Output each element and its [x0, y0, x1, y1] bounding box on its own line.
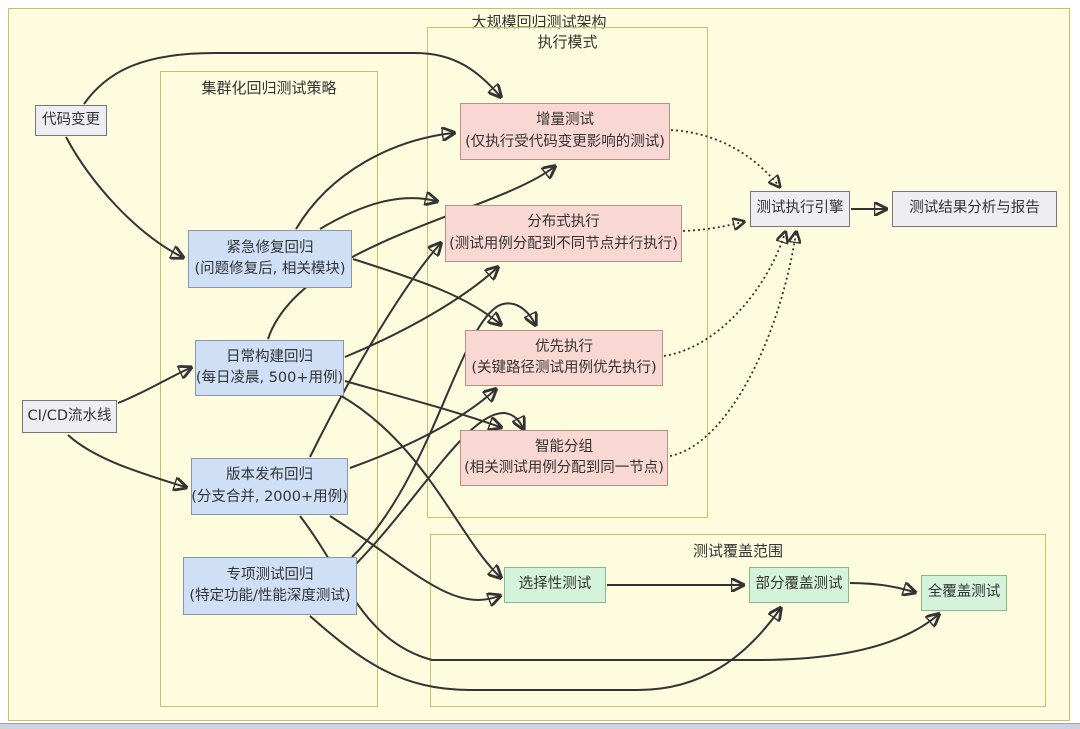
node-special-test-regression-sublabel: (特定功能/性能深度测试) — [189, 588, 351, 604]
node-prioritized-execution-label: 优先执行 — [535, 338, 593, 355]
edge-daily-to-selective — [337, 393, 500, 577]
node-distributed-execution-sublabel: (测试用例分配到不同节点并行执行) — [449, 235, 678, 252]
edge-daily-to-distributed — [344, 268, 497, 358]
edge-special-to-partial-coverage — [309, 609, 780, 691]
node-full-coverage-test: 全覆盖测试 — [921, 575, 1007, 611]
window-bottom-edge — [0, 723, 1080, 729]
node-distributed-execution: 分布式执行 (测试用例分配到不同节点并行执行) — [445, 205, 682, 262]
node-selective-test-label: 选择性测试 — [518, 576, 592, 593]
node-release-regression: 版本发布回归 (分支合并, 2000+用例) — [191, 458, 348, 515]
edge-cicd-to-release — [67, 434, 185, 487]
cluster-test-coverage-label: 测试覆盖范围 — [692, 542, 783, 560]
edge-hotfix-to-prioritized — [352, 258, 500, 324]
node-prioritized-execution: 优先执行 (关键路径测试用例优先执行) — [465, 330, 663, 386]
cluster-regression-strategy-label: 集群化回归测试策略 — [201, 79, 337, 97]
edge-hotfix-to-incremental — [295, 133, 453, 230]
node-distributed-execution-label: 分布式执行 — [527, 214, 600, 231]
node-hotfix-regression: 紧急修复回归 (问题修复后, 相关模块) — [188, 230, 352, 288]
node-daily-build-regression-sublabel: (每日凌晨, 500+用例) — [195, 370, 344, 386]
edge-partial-to-full — [849, 583, 914, 592]
cluster-test-coverage: 测试覆盖范围 — [430, 534, 1046, 707]
node-incremental-test-sublabel: (仅执行受代码变更影响的测试) — [465, 133, 665, 150]
node-incremental-test: 增量测试 (仅执行受代码变更影响的测试) — [460, 103, 670, 160]
node-full-coverage-test-label: 全覆盖测试 — [927, 584, 1001, 601]
node-daily-build-regression: 日常构建回归 (每日凌晨, 500+用例) — [195, 340, 344, 396]
node-smart-grouping-sublabel: (相关测试用例分配到同一节点) — [464, 460, 664, 476]
edge-hotfix-to-distributed — [319, 198, 436, 230]
edge-release-to-prioritized — [349, 390, 495, 469]
node-test-execution-engine-label: 测试执行引擎 — [756, 200, 844, 217]
edge-release-to-selective — [329, 515, 499, 600]
node-selective-test: 选择性测试 — [504, 567, 606, 603]
node-cicd-pipeline: CI/CD流水线 — [22, 400, 117, 433]
edge-code-change-to-hotfix — [65, 136, 182, 257]
node-special-test-regression: 专项测试回归 (特定功能/性能深度测试) — [183, 557, 357, 615]
node-release-regression-label: 版本发布回归 — [226, 467, 313, 484]
node-test-result-report-label: 测试结果分析与报告 — [909, 200, 1040, 217]
node-test-result-report: 测试结果分析与报告 — [892, 191, 1057, 227]
cluster-execution-mode-label: 执行模式 — [537, 33, 598, 51]
edge-daily-to-incremental — [267, 167, 554, 340]
node-code-change: 代码变更 — [35, 105, 107, 136]
edge-incremental-to-engine — [670, 129, 779, 186]
edge-daily-to-smart — [344, 380, 500, 427]
node-code-change-label: 代码变更 — [42, 111, 100, 128]
node-cicd-pipeline-label: CI/CD流水线 — [27, 407, 112, 424]
edge-code-change-to-incremental — [83, 52, 500, 105]
node-daily-build-regression-label: 日常构建回归 — [226, 348, 313, 365]
edge-prioritized-to-engine — [663, 233, 785, 357]
node-prioritized-execution-sublabel: (关键路径测试用例优先执行) — [471, 360, 657, 376]
cluster-regression-strategy: 集群化回归测试策略 — [160, 71, 378, 707]
edge-distributed-to-engine — [682, 222, 743, 232]
node-hotfix-regression-label: 紧急修复回归 — [226, 239, 314, 256]
node-partial-coverage-test: 部分覆盖测试 — [749, 567, 849, 603]
edge-smart-to-engine — [669, 233, 796, 457]
edge-cicd-to-daily — [117, 368, 190, 404]
edge-release-to-distributed — [309, 244, 440, 458]
node-incremental-test-label: 增量测试 — [536, 112, 594, 129]
cluster-architecture-label: 大规模回归测试架构 — [471, 13, 607, 31]
node-hotfix-regression-sublabel: (问题修复后, 相关模块) — [194, 261, 346, 277]
node-special-test-regression-label: 专项测试回归 — [226, 566, 314, 583]
node-test-execution-engine: 测试执行引擎 — [750, 191, 850, 227]
node-partial-coverage-test-label: 部分覆盖测试 — [755, 576, 843, 593]
node-release-regression-sublabel: (分支合并, 2000+用例) — [191, 488, 348, 505]
edge-special-to-smart — [354, 411, 523, 566]
node-smart-grouping-label: 智能分组 — [535, 438, 593, 455]
node-smart-grouping: 智能分组 (相关测试用例分配到同一节点) — [460, 430, 668, 486]
cluster-execution-mode: 执行模式 — [427, 27, 708, 518]
